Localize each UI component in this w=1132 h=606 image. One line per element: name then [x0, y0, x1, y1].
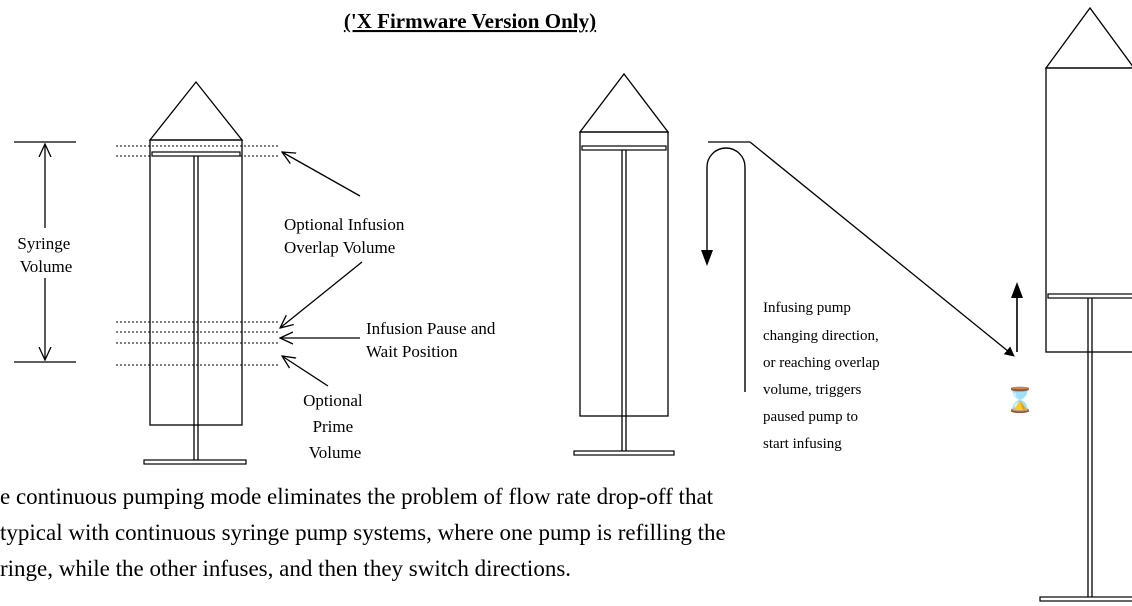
description-text: e continuous pumping mode eliminates the…	[0, 484, 731, 581]
syringe-right	[1039, 6, 1132, 602]
direction-change-path	[706, 147, 746, 392]
syringe-middle-barrel	[579, 131, 669, 417]
position-lines	[116, 145, 278, 366]
overlap-lower-arrow	[280, 261, 363, 328]
syringe-left-plunger-base	[143, 459, 247, 465]
down-arrowhead	[701, 250, 713, 266]
hourglass-icon: ⌛	[1005, 386, 1035, 414]
diagram-title: ('X Firmware Version Only)	[344, 9, 596, 33]
syringe-volume-dimension	[14, 141, 76, 363]
overlap-label: Optional Infusion Overlap Volume	[284, 215, 409, 257]
trigger-arrow	[749, 141, 1015, 357]
syringe-middle-tip	[578, 72, 670, 133]
syringe-middle-plunger-head	[581, 145, 667, 151]
syringe-right-tip	[1044, 6, 1132, 69]
prime-label: Optional Prime Volume	[303, 391, 367, 462]
pause-label: Infusion Pause and Wait Position	[366, 319, 500, 361]
syringe-middle-plunger-base	[573, 450, 675, 456]
syringe-right-barrel	[1045, 67, 1132, 353]
syringe-left-plunger-head	[151, 151, 241, 157]
syringe-left-barrel	[149, 139, 243, 426]
up-arrowhead	[1011, 282, 1023, 298]
syringe-volume-label: Syringe Volume	[17, 234, 74, 276]
syringe-middle	[573, 72, 675, 456]
overlap-arrow	[282, 152, 361, 197]
syringe-left	[143, 80, 247, 465]
syringe-right-plunger-base	[1039, 596, 1132, 602]
prime-arrow	[282, 356, 329, 387]
syringe-left-tip	[148, 80, 244, 141]
trigger-label: Infusing pump changing direction, or rea…	[763, 300, 883, 452]
syringe-right-plunger-head	[1047, 293, 1132, 299]
